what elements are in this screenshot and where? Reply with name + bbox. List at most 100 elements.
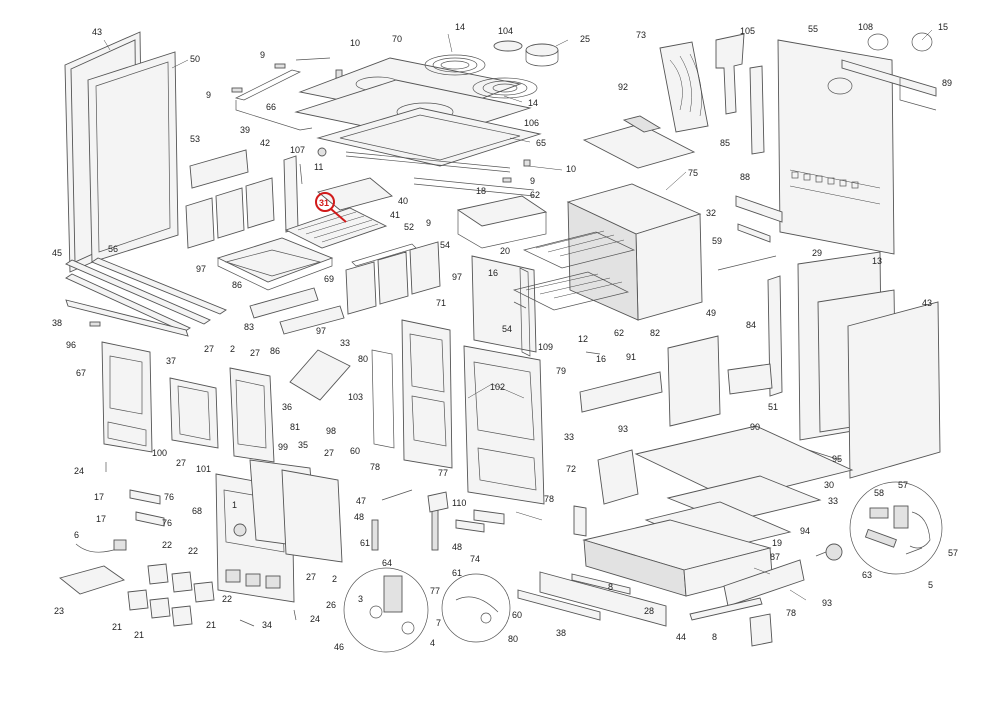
part-label: 44 bbox=[676, 632, 686, 642]
highlight-marker-31 bbox=[315, 192, 347, 223]
part-label: 82 bbox=[650, 328, 660, 338]
spring-34 bbox=[239, 619, 255, 627]
part-label: 20 bbox=[500, 246, 510, 256]
part-label: 24 bbox=[74, 466, 84, 476]
part-label: 39 bbox=[240, 125, 250, 135]
door-67 bbox=[101, 341, 153, 453]
valve-detail-circle bbox=[849, 481, 943, 575]
door-72 bbox=[463, 345, 545, 505]
part-label: 33 bbox=[828, 496, 838, 506]
rail-39-66 bbox=[234, 57, 331, 131]
part-label: 48 bbox=[452, 542, 462, 552]
part-label: 97 bbox=[196, 264, 206, 274]
part-label: 10 bbox=[566, 164, 576, 174]
part-label: 34 bbox=[262, 620, 272, 630]
part-label: 57 bbox=[948, 548, 958, 558]
part-label: 54 bbox=[440, 240, 450, 250]
part-label: 57 bbox=[898, 480, 908, 490]
part-label: 38 bbox=[556, 628, 566, 638]
part-label: 93 bbox=[822, 598, 832, 608]
part-label: 62 bbox=[614, 328, 624, 338]
part-label: 108 bbox=[858, 22, 873, 32]
part-label: 2 bbox=[332, 574, 337, 584]
part-label: 72 bbox=[566, 464, 576, 474]
part-label: 13 bbox=[872, 256, 882, 266]
part-label: 14 bbox=[528, 98, 538, 108]
burner-rings-14-b bbox=[472, 77, 538, 99]
part-label: 97 bbox=[452, 272, 462, 282]
part-label: 91 bbox=[626, 352, 636, 362]
insulation-tiles-97 bbox=[185, 177, 275, 249]
part-label: 11 bbox=[314, 162, 323, 172]
leader-lines bbox=[103, 29, 933, 601]
plate-76-a bbox=[129, 489, 161, 505]
part-label: 35 bbox=[298, 440, 308, 450]
part-label: 66 bbox=[266, 102, 276, 112]
part-labels: 43 50 9 10 70 14 104 25 9 66 39 14 106 1… bbox=[52, 22, 958, 652]
screw-24-b bbox=[293, 609, 297, 621]
side-panel-43-right bbox=[847, 301, 941, 479]
lever-detail-circle bbox=[441, 573, 511, 643]
cooktop-rim-65 bbox=[316, 107, 542, 167]
part-label: 92 bbox=[618, 82, 628, 92]
part-label: 63 bbox=[862, 570, 872, 580]
part-label: 101 bbox=[196, 464, 211, 474]
highlighted-part-label: 31 bbox=[319, 198, 329, 208]
part-label: 96 bbox=[66, 340, 76, 350]
pin-5 bbox=[905, 547, 923, 555]
part-label: 74 bbox=[470, 554, 480, 564]
pot-25 bbox=[525, 43, 559, 67]
part-label: 62 bbox=[530, 190, 540, 200]
part-label: 76 bbox=[162, 518, 172, 528]
rail-65-base bbox=[413, 177, 535, 197]
part-label: 9 bbox=[206, 90, 211, 100]
part-label: 86 bbox=[232, 280, 242, 290]
part-label: 79 bbox=[556, 366, 566, 376]
part-label: 55 bbox=[808, 24, 818, 34]
rail-44 bbox=[539, 571, 667, 627]
part-label: 54 bbox=[502, 324, 512, 334]
part-label: 16 bbox=[596, 354, 606, 364]
ash-tray-69 bbox=[216, 237, 334, 291]
part-label: 104 bbox=[498, 26, 513, 36]
grate-31-highlighted bbox=[284, 207, 388, 249]
plate-86 bbox=[249, 287, 345, 335]
part-label: 61 bbox=[452, 568, 462, 578]
part-label: 21 bbox=[134, 630, 144, 640]
bracket-53 bbox=[189, 149, 249, 189]
rods-11-107 bbox=[299, 147, 511, 185]
part-label: 67 bbox=[76, 368, 86, 378]
disc-104 bbox=[493, 40, 523, 52]
part-label: 88 bbox=[740, 172, 750, 182]
rail-8-28 bbox=[571, 573, 763, 621]
part-label: 69 bbox=[324, 274, 334, 284]
screw-9-b bbox=[231, 87, 243, 93]
part-label: 29 bbox=[812, 248, 822, 258]
bar-85 bbox=[749, 65, 765, 155]
plate-76-b bbox=[135, 511, 165, 527]
part-label: 85 bbox=[720, 138, 730, 148]
gaskets-108-15 bbox=[867, 32, 933, 52]
panel-82 bbox=[667, 335, 721, 427]
rails-45-56-83 bbox=[65, 257, 227, 333]
part-label: 50 bbox=[190, 54, 200, 64]
part-label: 68 bbox=[192, 506, 202, 516]
part-label: 43 bbox=[92, 27, 102, 37]
rail-38-bottom bbox=[517, 589, 601, 621]
part-label: 17 bbox=[96, 514, 106, 524]
oven-rack-12 bbox=[512, 271, 630, 311]
part-label: 110 bbox=[452, 498, 466, 508]
part-label: 37 bbox=[166, 356, 176, 366]
part-label: 52 bbox=[404, 222, 414, 232]
part-label: 3 bbox=[358, 594, 363, 604]
part-label: 14 bbox=[455, 22, 465, 32]
rail-38-left bbox=[65, 299, 189, 337]
part-label: 12 bbox=[578, 334, 588, 344]
part-label: 27 bbox=[324, 448, 334, 458]
part-label: 64 bbox=[382, 558, 392, 568]
part-label: 78 bbox=[544, 494, 554, 504]
part-label: 26 bbox=[326, 600, 336, 610]
clips-9-10-mid bbox=[502, 159, 531, 183]
part-label: 80 bbox=[358, 354, 368, 364]
